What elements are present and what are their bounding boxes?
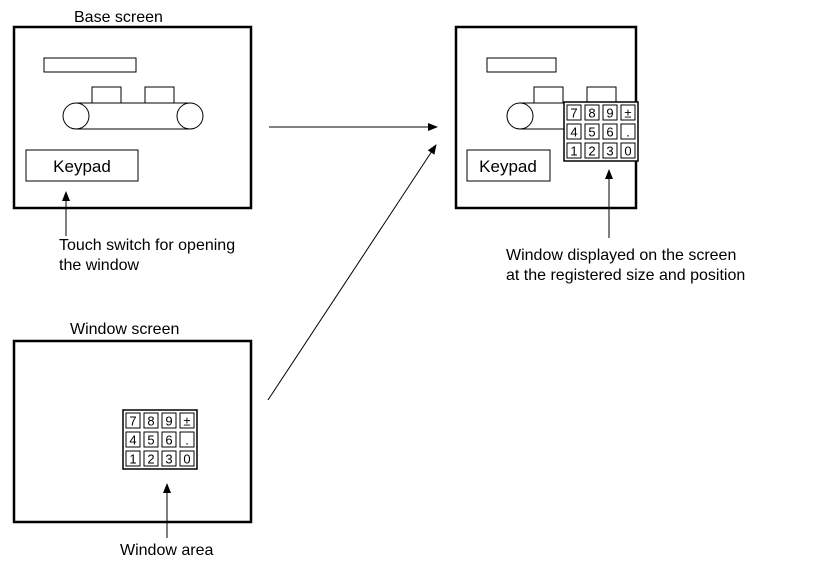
result-screen-display-bar [486, 57, 557, 73]
base-screen-display-bar [43, 57, 137, 73]
window-screen-title: Window screen [70, 321, 180, 338]
keypad-button-label: Keypad [53, 157, 111, 176]
window-keypad-key-label: 9 [165, 414, 172, 429]
conveyor-icon [62, 86, 204, 130]
overlay-keypad-key[interactable]: . [620, 123, 636, 140]
window-keypad-key[interactable]: 8 [143, 412, 159, 429]
result-conveyor-icon [506, 86, 617, 130]
overlay-keypad-key-label: ± [624, 106, 631, 121]
overlay-keypad-key-label: 1 [570, 144, 577, 159]
window-keypad-key[interactable]: ± [179, 412, 195, 429]
window-keypad-key-label: 7 [129, 414, 136, 429]
overlay-keypad-key[interactable]: 0 [620, 142, 636, 159]
window-keypad-key-label: ± [183, 414, 190, 429]
window-keypad-key[interactable]: 6 [161, 431, 177, 448]
overlay-keypad-key-label: 0 [624, 144, 631, 159]
window-keypad-key-label: 8 [147, 414, 154, 429]
window-displayed-caption-line1: Window displayed on the screen [506, 247, 737, 264]
overlay-keypad-key[interactable]: 3 [602, 142, 618, 159]
overlay-keypad-key[interactable]: 4 [566, 123, 582, 140]
arrow-window-to-result [267, 144, 437, 401]
base-screen-title: Base screen [74, 9, 163, 26]
overlay-keypad-key-label: 7 [570, 106, 577, 121]
overlay-keypad-key[interactable]: 7 [566, 104, 582, 121]
overlay-keypad-key-label: 8 [588, 106, 595, 121]
overlay-keypad-key[interactable]: 6 [602, 123, 618, 140]
window-keypad-key[interactable]: 5 [143, 431, 159, 448]
overlay-keypad-key[interactable]: 2 [584, 142, 600, 159]
overlay-keypad-key[interactable]: ± [620, 104, 636, 121]
window-keypad-key[interactable]: 0 [179, 450, 195, 467]
window-keypad-key[interactable]: 3 [161, 450, 177, 467]
window-keypad-key[interactable]: 7 [125, 412, 141, 429]
overlay-keypad-key-label: 4 [570, 125, 577, 140]
window-keypad-key-label: 5 [147, 433, 154, 448]
window-keypad-key[interactable]: 1 [125, 450, 141, 467]
window-keypad-key-label: 1 [129, 452, 136, 467]
overlay-keypad-key[interactable]: 8 [584, 104, 600, 121]
overlay-keypad-key-label: . [626, 125, 630, 140]
overlay-keypad-key-label: 5 [588, 125, 595, 140]
window-keypad-key-label: 6 [165, 433, 172, 448]
overlay-keypad-key-label: 2 [588, 144, 595, 159]
window-keypad-key[interactable]: 2 [143, 450, 159, 467]
window-keypad-key[interactable]: 4 [125, 431, 141, 448]
window-keypad-key-label: 0 [183, 452, 190, 467]
base-screen: Keypad [12, 25, 253, 210]
window-area-caption: Window area [120, 542, 214, 559]
result-keypad-button[interactable]: Keypad [466, 149, 551, 182]
window-keypad-key-label: 4 [129, 433, 136, 448]
window-keypad-key-label: 2 [147, 452, 154, 467]
window-keypad-key-label: 3 [165, 452, 172, 467]
overlay-keypad-key-label: 3 [606, 144, 613, 159]
overlay-keypad-key-label: 9 [606, 106, 613, 121]
window-keypad-key[interactable]: 9 [161, 412, 177, 429]
overlay-keypad-key-label: 6 [606, 125, 613, 140]
window-keypad-key[interactable]: . [179, 431, 195, 448]
window-keypad-key-label: . [185, 433, 189, 448]
window-screen-frame [12, 339, 253, 524]
overlay-keypad-key[interactable]: 5 [584, 123, 600, 140]
window-displayed-caption-line2: at the registered size and position [506, 267, 746, 284]
overlay-keypad-key[interactable]: 1 [566, 142, 582, 159]
touch-switch-caption-line1: Touch switch for opening [59, 237, 236, 254]
base-screen-frame [12, 25, 253, 210]
touch-switch-caption-line2: the window [59, 257, 140, 274]
result-keypad-button-label: Keypad [479, 157, 537, 176]
keypad-button[interactable]: Keypad [25, 149, 139, 182]
overlay-keypad-key[interactable]: 9 [602, 104, 618, 121]
